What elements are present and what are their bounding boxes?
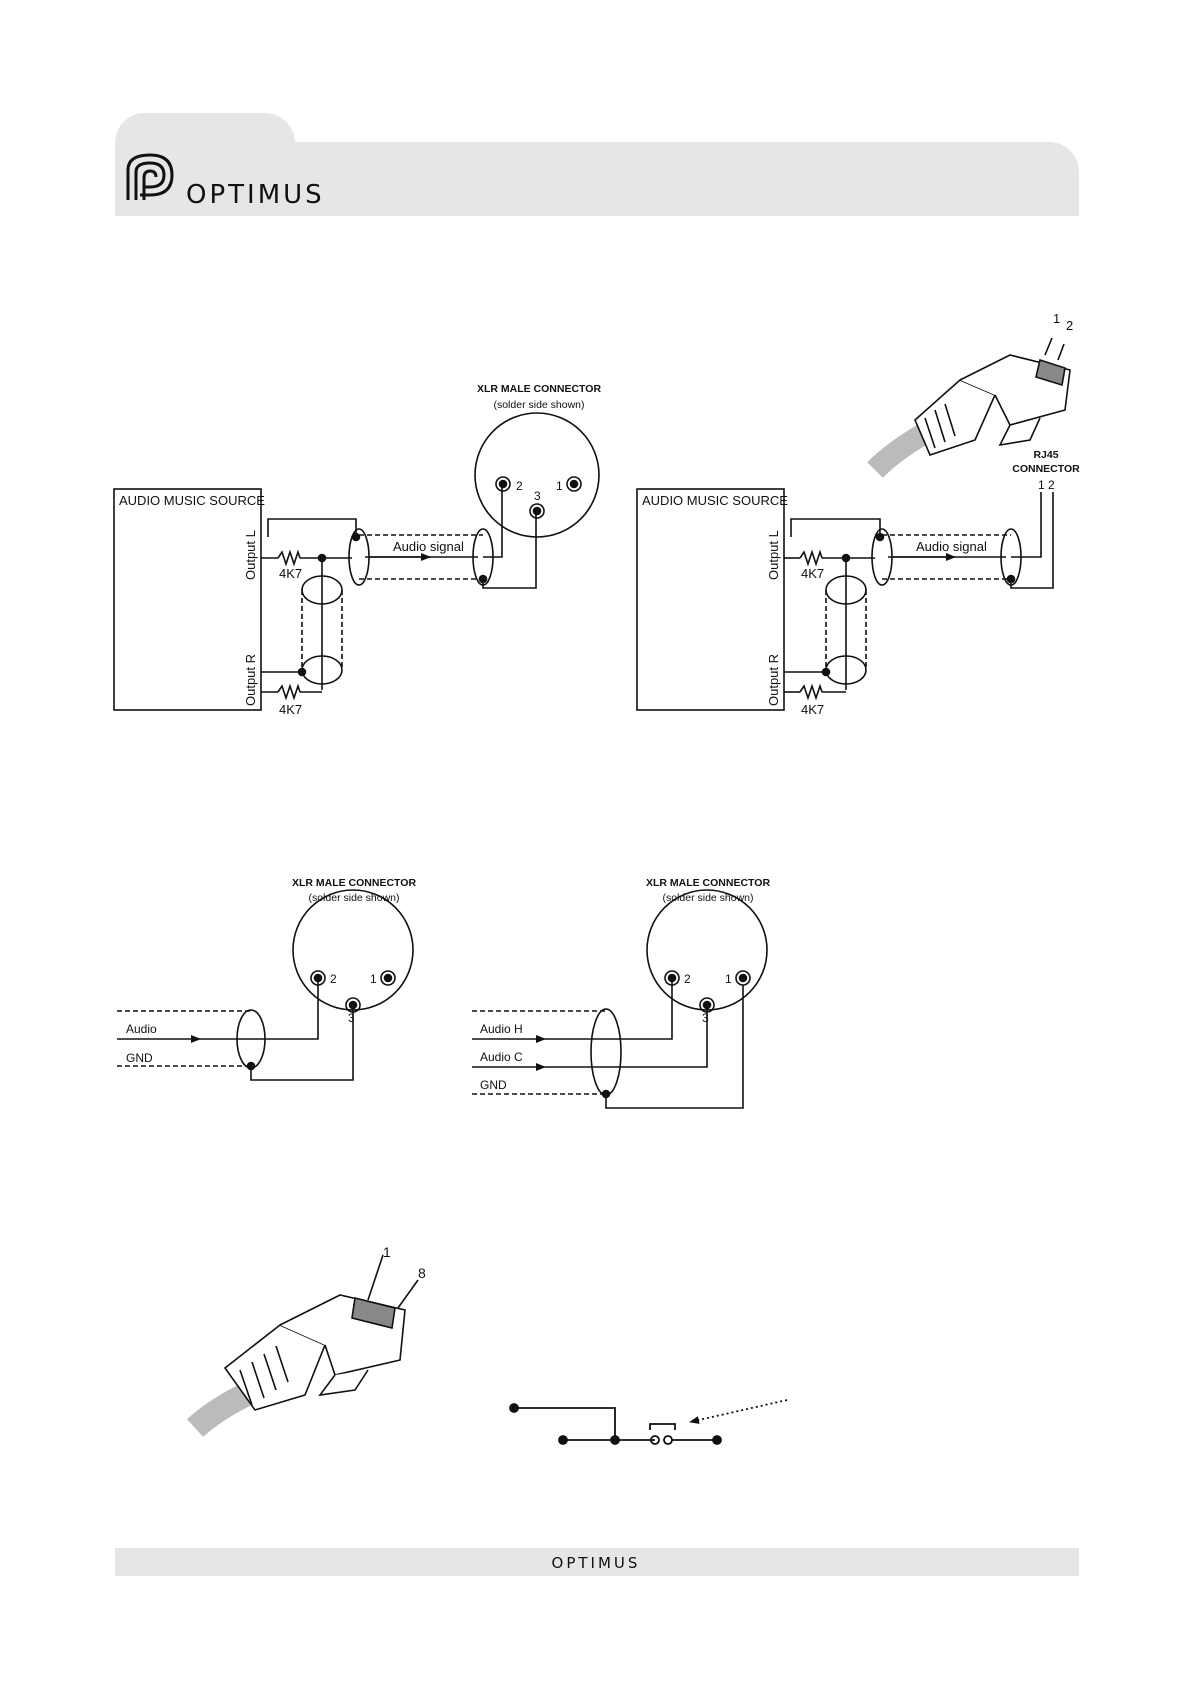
xlr-subtitle-3: (solder side shown) xyxy=(662,892,753,904)
plug-pin8-label: 8 xyxy=(418,1265,426,1281)
plug-pin1-label-2: 1 xyxy=(383,1244,391,1260)
pin-3-label: 3 xyxy=(534,489,541,503)
source-box-label: AUDIO MUSIC SOURCE xyxy=(119,493,265,508)
pin-3-label-3: 3 xyxy=(702,1011,709,1025)
xlr-connector-circle-2 xyxy=(292,889,414,1011)
xlr-connector-circle-3 xyxy=(646,889,768,1011)
gnd-label-2: GND xyxy=(480,1078,507,1092)
gnd-label: GND xyxy=(126,1051,153,1065)
xlr-subtitle-2: (solder side shown) xyxy=(308,892,399,904)
resistor-top-label-2: 4K7 xyxy=(801,566,824,581)
footer-wordmark: OPTIMUS xyxy=(552,1554,641,1572)
resistor-r xyxy=(277,683,301,701)
rj45-title-line1: RJ45 xyxy=(1033,449,1058,461)
audio-source-box xyxy=(113,488,262,711)
plug-pin1-label: 1 xyxy=(1053,311,1060,326)
rj45-title-line2: CONNECTOR xyxy=(1012,463,1080,475)
pointer-arrow-icon xyxy=(689,1399,788,1424)
footer-bar xyxy=(115,1548,1079,1576)
xlr-title-3: XLR MALE CONNECTOR xyxy=(646,877,770,889)
audio-h-label: Audio H xyxy=(480,1022,523,1036)
rj45-plug-icon xyxy=(867,337,1071,478)
diagram-middle-left xyxy=(117,889,414,1081)
pin-3-label-2: 3 xyxy=(348,1011,355,1025)
audio-c-label: Audio C xyxy=(480,1050,523,1064)
xlr-subtitle: (solder side shown) xyxy=(493,399,584,411)
resistor-top-label: 4K7 xyxy=(279,566,302,581)
pin-1-label-2: 1 xyxy=(370,972,377,986)
header-bar xyxy=(115,142,1079,216)
diagram-top-left xyxy=(113,412,600,711)
rj45-pins-label: 1 2 xyxy=(1038,478,1055,492)
audio-label: Audio xyxy=(126,1022,157,1036)
pin-1-label-3: 1 xyxy=(725,972,732,986)
xlr-connector-circle xyxy=(474,412,600,538)
resistor-bottom-label-2: 4K7 xyxy=(801,702,824,717)
audio-signal-label-2: Audio signal xyxy=(916,539,987,554)
output-r-label-2: Output R xyxy=(766,654,781,706)
output-l-label: Output L xyxy=(243,530,258,580)
rj45-plug-icon-2 xyxy=(186,1254,419,1438)
xlr-title-2: XLR MALE CONNECTOR xyxy=(292,877,416,889)
pin-2-label-2: 2 xyxy=(330,972,337,986)
switch-diagram xyxy=(509,1399,788,1445)
source-box-label-2: AUDIO MUSIC SOURCE xyxy=(642,493,788,508)
audio-source-box-2 xyxy=(636,488,785,711)
xlr-title: XLR MALE CONNECTOR xyxy=(477,383,601,395)
output-l-label-2: Output L xyxy=(766,530,781,580)
output-r-label: Output R xyxy=(243,654,258,706)
audio-signal-label: Audio signal xyxy=(393,539,464,554)
resistor-bottom-label: 4K7 xyxy=(279,702,302,717)
diagram-middle-right xyxy=(472,889,768,1109)
brand-wordmark: OPTIMUS xyxy=(186,180,325,210)
diagram-top-right xyxy=(636,337,1071,711)
logo-icon xyxy=(126,153,174,200)
plug-pin2-label: 2 xyxy=(1066,318,1073,333)
pin-2-label: 2 xyxy=(516,479,523,493)
pin-1-label: 1 xyxy=(556,479,563,493)
pin-2-label-3: 2 xyxy=(684,972,691,986)
resistor-l xyxy=(277,549,301,567)
